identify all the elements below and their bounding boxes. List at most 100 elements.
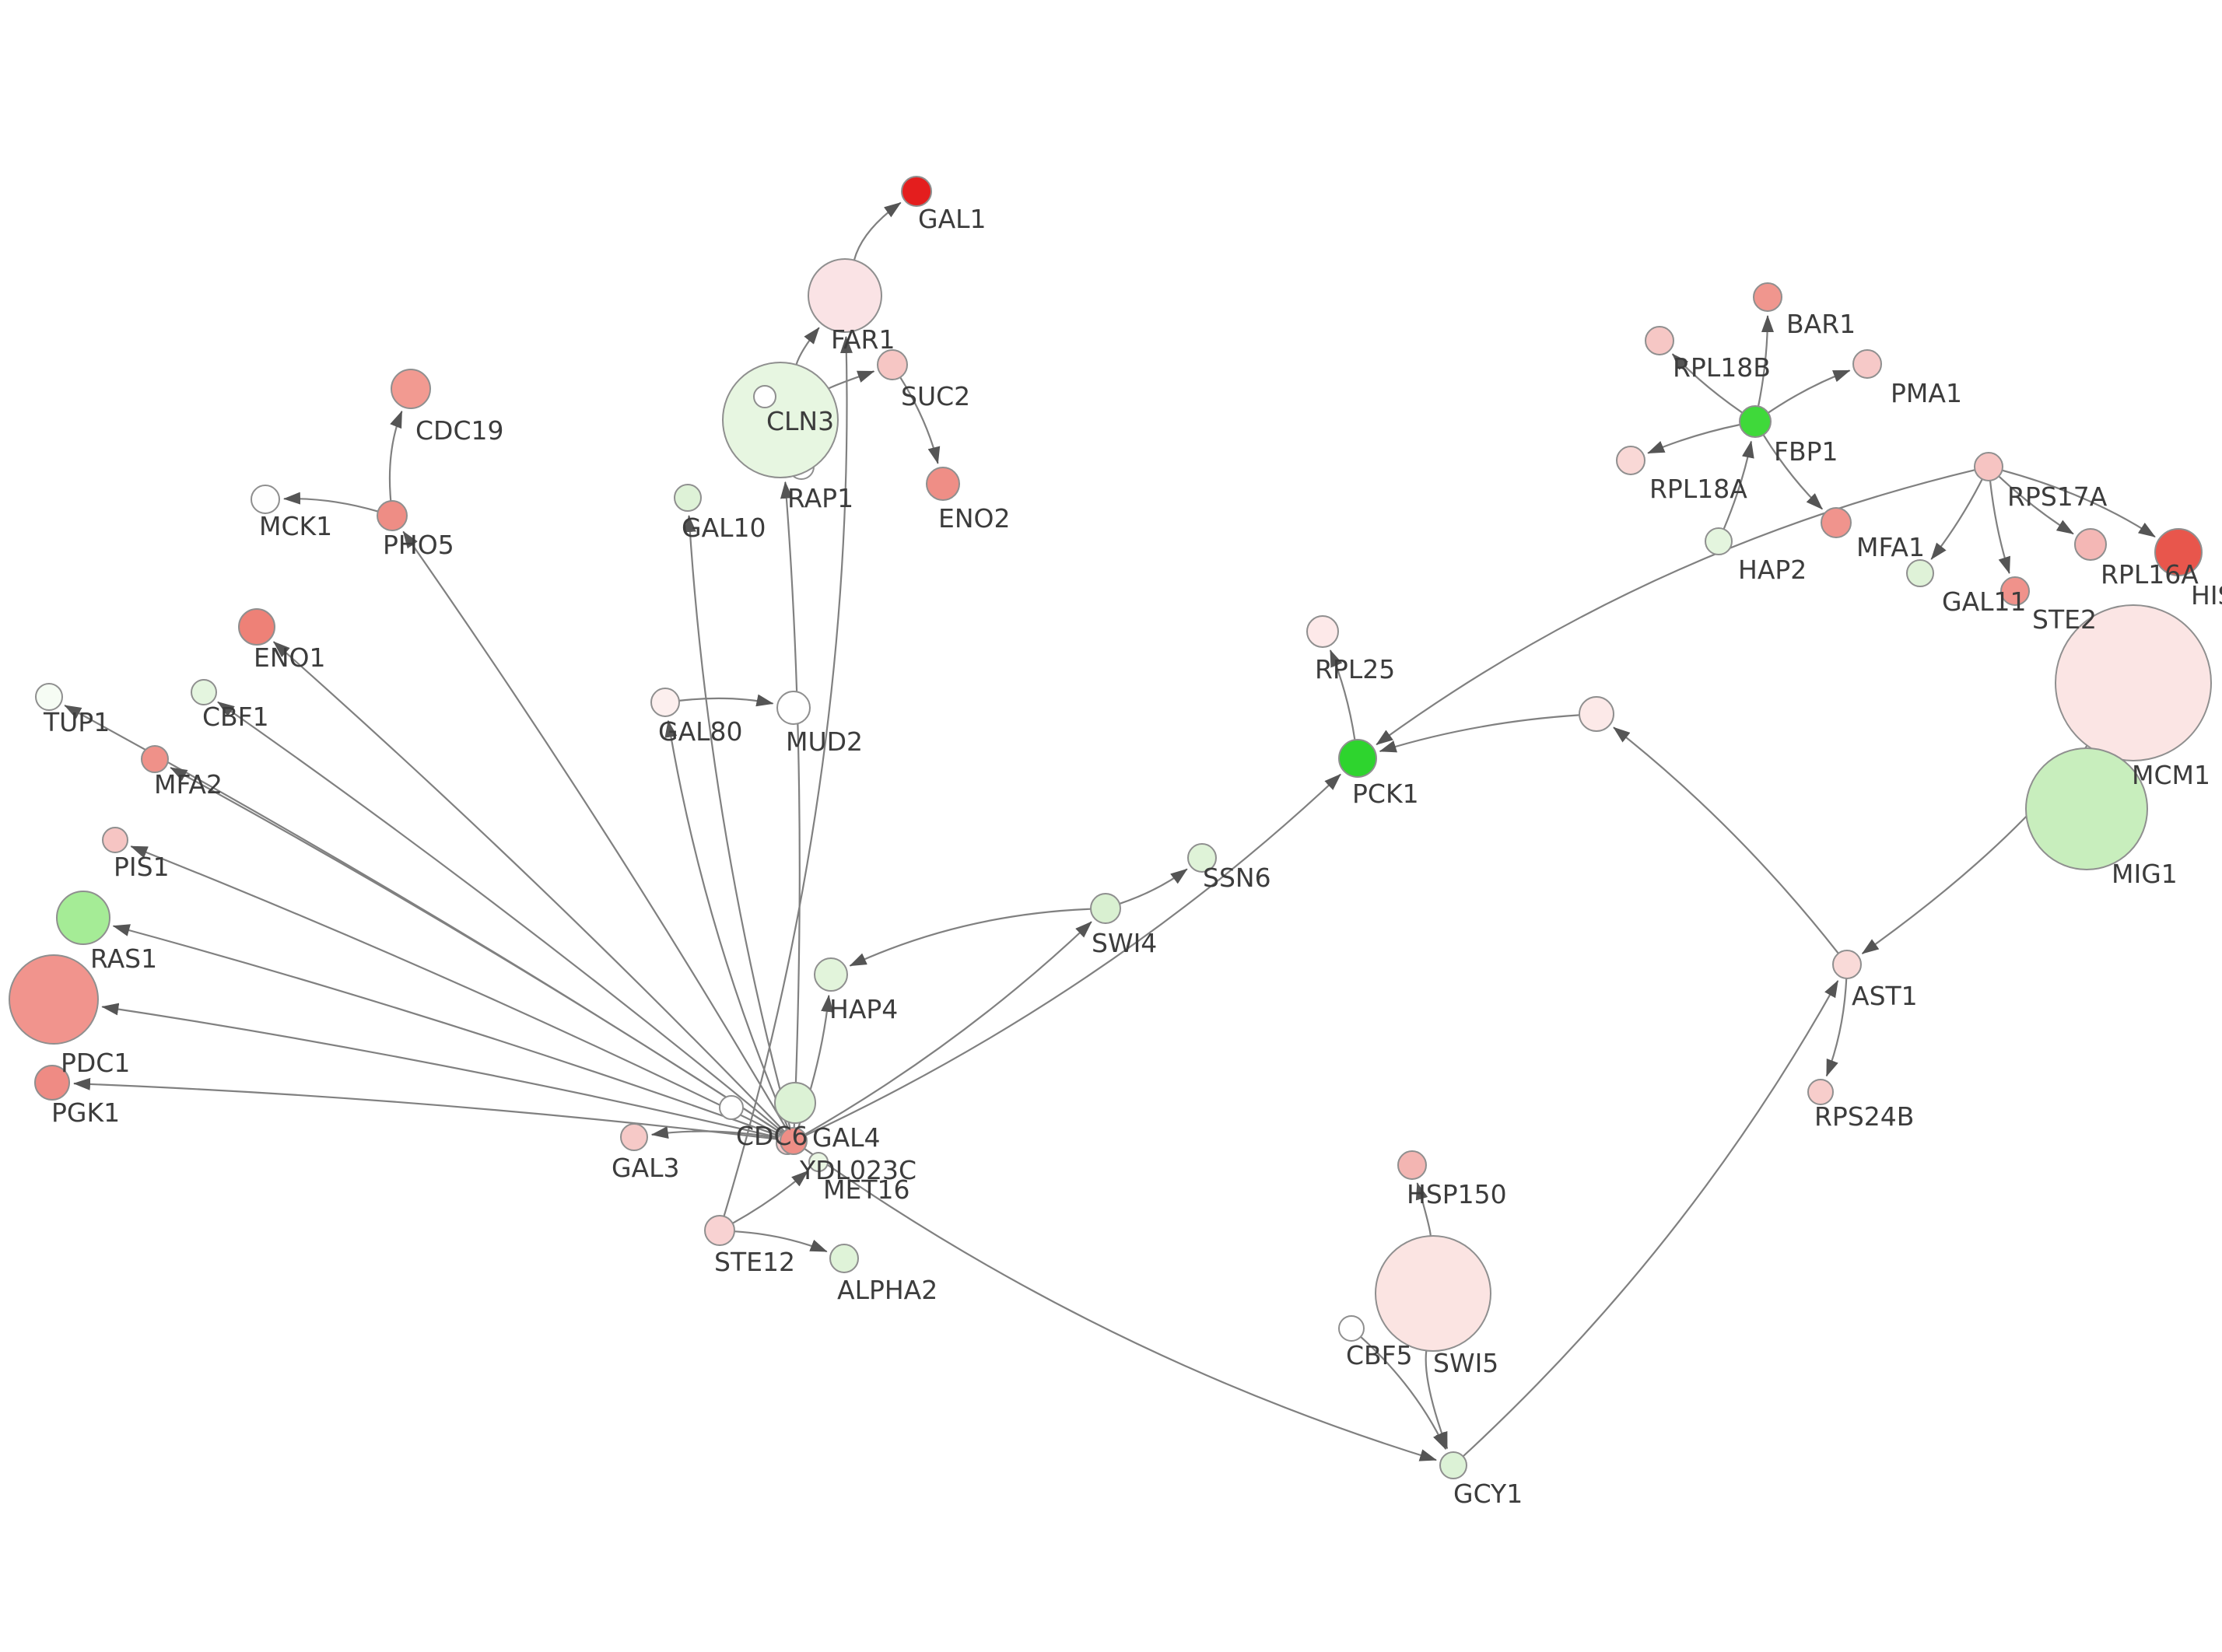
node-label-PIS1: PIS1 <box>114 852 170 882</box>
node-BAR1[interactable] <box>1753 282 1782 312</box>
edge-layer <box>64 201 2156 1461</box>
node-GAL4[interactable] <box>780 1127 808 1155</box>
edge-FBP1-BAR1 <box>1757 315 1774 407</box>
node-label-STE2: STE2 <box>2032 604 2097 635</box>
node-FAR1[interactable] <box>808 258 882 333</box>
edge-GAL4-GAL80 <box>664 719 790 1129</box>
node-STE2[interactable] <box>2000 576 2030 606</box>
node-label-PCK1: PCK1 <box>1352 779 1419 809</box>
node-RPL18B[interactable] <box>1645 326 1674 355</box>
node-label-ENO2: ENO2 <box>938 503 1011 534</box>
node-GAL10[interactable] <box>674 484 702 512</box>
node-label-SWI4: SWI4 <box>1092 928 1157 958</box>
node-GAL80[interactable] <box>650 688 680 717</box>
node-MFA1[interactable] <box>1821 507 1852 538</box>
node-label-SSN6: SSN6 <box>1203 863 1271 893</box>
node-CDC6[interactable] <box>719 1095 744 1120</box>
node-PMA1[interactable] <box>1852 349 1882 379</box>
node-RPS24B[interactable] <box>1807 1079 1834 1105</box>
edge-HAP2-FBP1 <box>1723 440 1754 530</box>
node-PCK1[interactable] <box>1338 739 1377 778</box>
node-MUD2[interactable] <box>776 691 811 725</box>
node-PGK1[interactable] <box>34 1065 70 1101</box>
node-unlabeled1[interactable] <box>753 385 776 408</box>
node-SUC2[interactable] <box>877 349 908 380</box>
edge-GAL4-GAL3 <box>650 1126 781 1139</box>
node-HAP2[interactable] <box>1705 527 1733 555</box>
node-label-CLN3: CLN3 <box>766 406 834 436</box>
node-PIS1[interactable] <box>102 827 128 853</box>
edge-GAL4-RAS1 <box>112 924 782 1138</box>
node-GAL3[interactable] <box>620 1123 648 1151</box>
node-ENO1[interactable] <box>238 608 275 646</box>
node-label-SUC2: SUC2 <box>901 381 970 411</box>
edge-GAL4-PDC1 <box>101 1003 781 1139</box>
edge-SWI4-HAP4 <box>849 908 1092 967</box>
node-RAS1[interactable] <box>56 891 110 945</box>
node-HSP150[interactable] <box>1397 1150 1427 1180</box>
node-label-PHO5: PHO5 <box>383 530 454 560</box>
node-label-GAL1: GAL1 <box>918 204 987 234</box>
node-RPL16A[interactable] <box>2074 528 2107 561</box>
node-hub_green[interactable] <box>774 1082 816 1124</box>
node-STE12[interactable] <box>704 1215 735 1246</box>
node-GCY1[interactable] <box>1439 1451 1467 1479</box>
node-AST1[interactable] <box>1832 950 1862 979</box>
node-GAL1[interactable] <box>901 176 932 207</box>
node-MET16[interactable] <box>808 1152 829 1172</box>
edge-SUC2-ENO2 <box>899 376 941 464</box>
node-RPS17A[interactable] <box>1974 452 2003 481</box>
node-HIS4[interactable] <box>2154 528 2203 576</box>
edge-GAL4-PHO5 <box>402 530 788 1130</box>
edge-AST1-RPS24B <box>1825 978 1848 1077</box>
node-RPL18A[interactable] <box>1616 446 1645 475</box>
node-label-GAL10: GAL10 <box>682 513 766 543</box>
node-FBP1[interactable] <box>1739 405 1772 438</box>
node-CBF1[interactable] <box>191 679 217 705</box>
node-RPL25[interactable] <box>1306 615 1339 648</box>
node-PDC1[interactable] <box>9 954 99 1045</box>
node-GAL11[interactable] <box>1906 559 1934 587</box>
node-SWI4[interactable] <box>1090 893 1121 924</box>
node-CBF5[interactable] <box>1338 1315 1365 1342</box>
node-HAP4[interactable] <box>814 957 848 992</box>
node-label-STE12: STE12 <box>714 1247 795 1277</box>
node-CLN3[interactable] <box>722 362 839 478</box>
node-label-GCY1: GCY1 <box>1453 1479 1523 1509</box>
edge-GAL4-SWI4 <box>804 921 1092 1136</box>
node-MCM1[interactable] <box>2055 604 2212 761</box>
node-label-AST1: AST1 <box>1852 981 1918 1011</box>
node-label-FAR1: FAR1 <box>831 324 895 355</box>
node-MIG1[interactable] <box>2025 747 2148 870</box>
node-label-PDC1: PDC1 <box>61 1048 130 1078</box>
node-label-RPL18A: RPL18A <box>1649 474 1747 504</box>
node-label-MET16: MET16 <box>823 1174 909 1205</box>
node-MCK1[interactable] <box>251 485 280 514</box>
node-label-ALPHA2: ALPHA2 <box>837 1275 938 1305</box>
node-label-HIS4: HIS4 <box>2191 580 2222 611</box>
edge-GAL4-CBF1 <box>217 701 784 1134</box>
node-SSN6[interactable] <box>1187 843 1217 873</box>
node-label-RPL18B: RPL18B <box>1673 352 1771 383</box>
edge-PCK1-RPL25 <box>1329 649 1356 740</box>
node-label-MCK1: MCK1 <box>259 511 332 541</box>
node-label-RPL16A: RPL16A <box>2101 559 2199 590</box>
label-layer: GAL1FAR1SUC2RAP1CLN3ENO2GAL10CDC19MCK1PH… <box>43 204 2222 1509</box>
edge-FBP1-PMA1 <box>1767 369 1851 414</box>
node-MFA2[interactable] <box>141 745 169 773</box>
node-label-MIG1: MIG1 <box>2112 859 2178 889</box>
node-unlabeled2[interactable] <box>1579 696 1614 732</box>
node-PHO5[interactable] <box>377 500 408 531</box>
edge-RPS17A-GAL11 <box>1930 478 1983 560</box>
node-ALPHA2[interactable] <box>829 1244 859 1273</box>
node-label-RPS17A: RPS17A <box>2007 481 2108 512</box>
node-ENO2[interactable] <box>926 467 960 501</box>
node-CDC19[interactable] <box>391 369 431 409</box>
node-SWI5[interactable] <box>1375 1235 1491 1352</box>
edge-GAL4-PIS1 <box>130 845 783 1136</box>
node-TUP1[interactable] <box>35 683 63 711</box>
node-label-RPS24B: RPS24B <box>1814 1101 1914 1132</box>
node-label-RPL25: RPL25 <box>1315 654 1395 684</box>
